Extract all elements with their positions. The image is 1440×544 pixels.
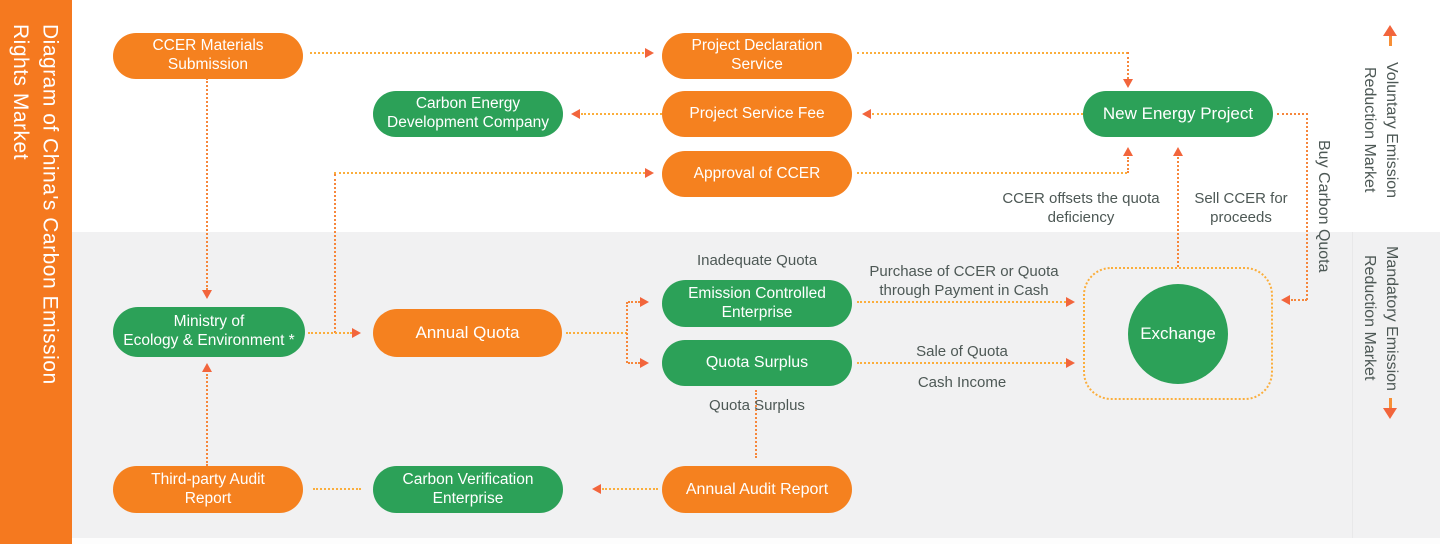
right-margin-divider [1352,232,1353,538]
line-quota-split [566,332,627,334]
line-newenergy-to-servicefee [872,113,1083,115]
node-ministry-of-ecology: Ministry of Ecology & Environment * [113,307,305,357]
bottom-margin [72,538,1440,544]
line-exchange-to-newenergy [1177,157,1179,267]
arrowhead-into-exchange-top-left [1066,297,1075,307]
node-quota-surplus: Quota Surplus [662,340,852,386]
voluntary-arrow-shaft [1389,35,1392,46]
arrowhead-into-newenergy-top [1123,79,1133,88]
arrowhead-into-newenergy-bottom-right [1173,147,1183,156]
arrowhead-into-approval [645,168,654,178]
line-approval-to-newenergy-riser [1127,157,1129,173]
exchange-dotted-boundary [1083,267,1273,400]
label-inadequate-quota: Inadequate Quota [696,252,818,269]
line-materials-to-declaration [310,52,644,54]
arrowhead-into-servicefee [862,109,871,119]
label-buy-carbon-quota: Buy Carbon Quota [1315,140,1333,273]
line-declaration-to-newenergy [857,52,1128,54]
line-servicefee-to-carbonenergy [581,113,662,115]
mandatory-down-arrow-icon [1383,408,1397,419]
node-carbon-energy-development-company: Carbon Energy Development Company [373,91,563,137]
arrowhead-into-declaration [645,48,654,58]
diagram-title-line2: Rights Market [8,24,32,161]
line-quota-to-surplus-stub [628,362,640,364]
node-exchange: Exchange [1128,284,1228,384]
line-quota-to-ece-stub [628,301,640,303]
line-surplus-to-audit [755,390,757,458]
node-carbon-verification-enterprise: Carbon Verification Enterprise [373,466,563,513]
line-buyquota-in [1291,299,1307,301]
label-sell-ccer: Sell CCER for proceeds [1194,190,1288,227]
arrowhead-into-ministry-bottom [202,363,212,372]
line-buyquota-drop [1306,113,1308,300]
arrowhead-into-annualquota [352,328,361,338]
label-ccer-offsets: CCER offsets the quota deficiency [1002,190,1160,227]
line-approval-to-newenergy [857,172,1127,174]
label-purchase-of-ccer: Purchase of CCER or Quota through Paymen… [869,263,1059,300]
node-approval-of-ccer: Approval of CCER [662,151,852,197]
line-quota-split-riser [626,302,628,363]
line-audit-to-verification [602,488,658,490]
arrowhead-into-newenergy-bottom-left [1123,147,1133,156]
voluntary-up-arrow-icon [1383,25,1397,36]
node-annual-quota: Annual Quota [373,309,562,357]
arrowhead-into-verification [592,484,601,494]
line-ministry-up-riser [334,174,336,333]
diagram-title-line1: Diagram of China's Carbon Emission [38,24,62,385]
arrowhead-into-exchange-right [1281,295,1290,305]
arrowhead-into-quotasurplus [640,358,649,368]
node-emission-controlled-enterprise: Emission Controlled Enterprise [662,280,852,327]
node-project-service-fee: Project Service Fee [662,91,852,137]
diagram-title: Diagram of China's Carbon Emission Right… [5,24,65,385]
line-surplus-to-exchange [857,362,1066,364]
node-ccer-materials-submission: CCER Materials Submission [113,33,303,79]
mandatory-arrow-shaft [1389,398,1392,409]
line-declaration-to-newenergy-drop [1127,52,1129,79]
line-buyquota-out [1277,113,1308,115]
line-verification-to-thirdparty [313,488,361,490]
arrowhead-into-ece [640,297,649,307]
arrowhead-into-ministry-top [202,290,212,299]
line-ece-to-exchange [857,301,1066,303]
line-thirdparty-to-ministry [206,374,208,466]
label-quota-surplus: Quota Surplus [709,397,805,414]
line-ministry-to-approval [334,172,645,174]
label-cash-income: Cash Income [917,374,1007,391]
node-project-declaration-service: Project Declaration Service [662,33,852,79]
line-materials-to-ministry [206,78,208,290]
node-annual-audit-report: Annual Audit Report [662,466,852,513]
label-voluntary-market: Voluntary Emission Reduction Market [1361,61,1401,199]
node-new-energy-project: New Energy Project [1083,91,1273,137]
arrowhead-into-exchange-bottom-left [1066,358,1075,368]
label-sale-of-quota: Sale of Quota [916,343,1008,360]
arrowhead-into-carbonenergy [571,109,580,119]
line-ministry-to-quota [308,332,352,334]
label-mandatory-market: Mandatory Emission Reduction Market [1361,245,1401,391]
node-third-party-audit-report: Third-party Audit Report [113,466,303,513]
title-sidebar: Diagram of China's Carbon Emission Right… [0,0,72,544]
